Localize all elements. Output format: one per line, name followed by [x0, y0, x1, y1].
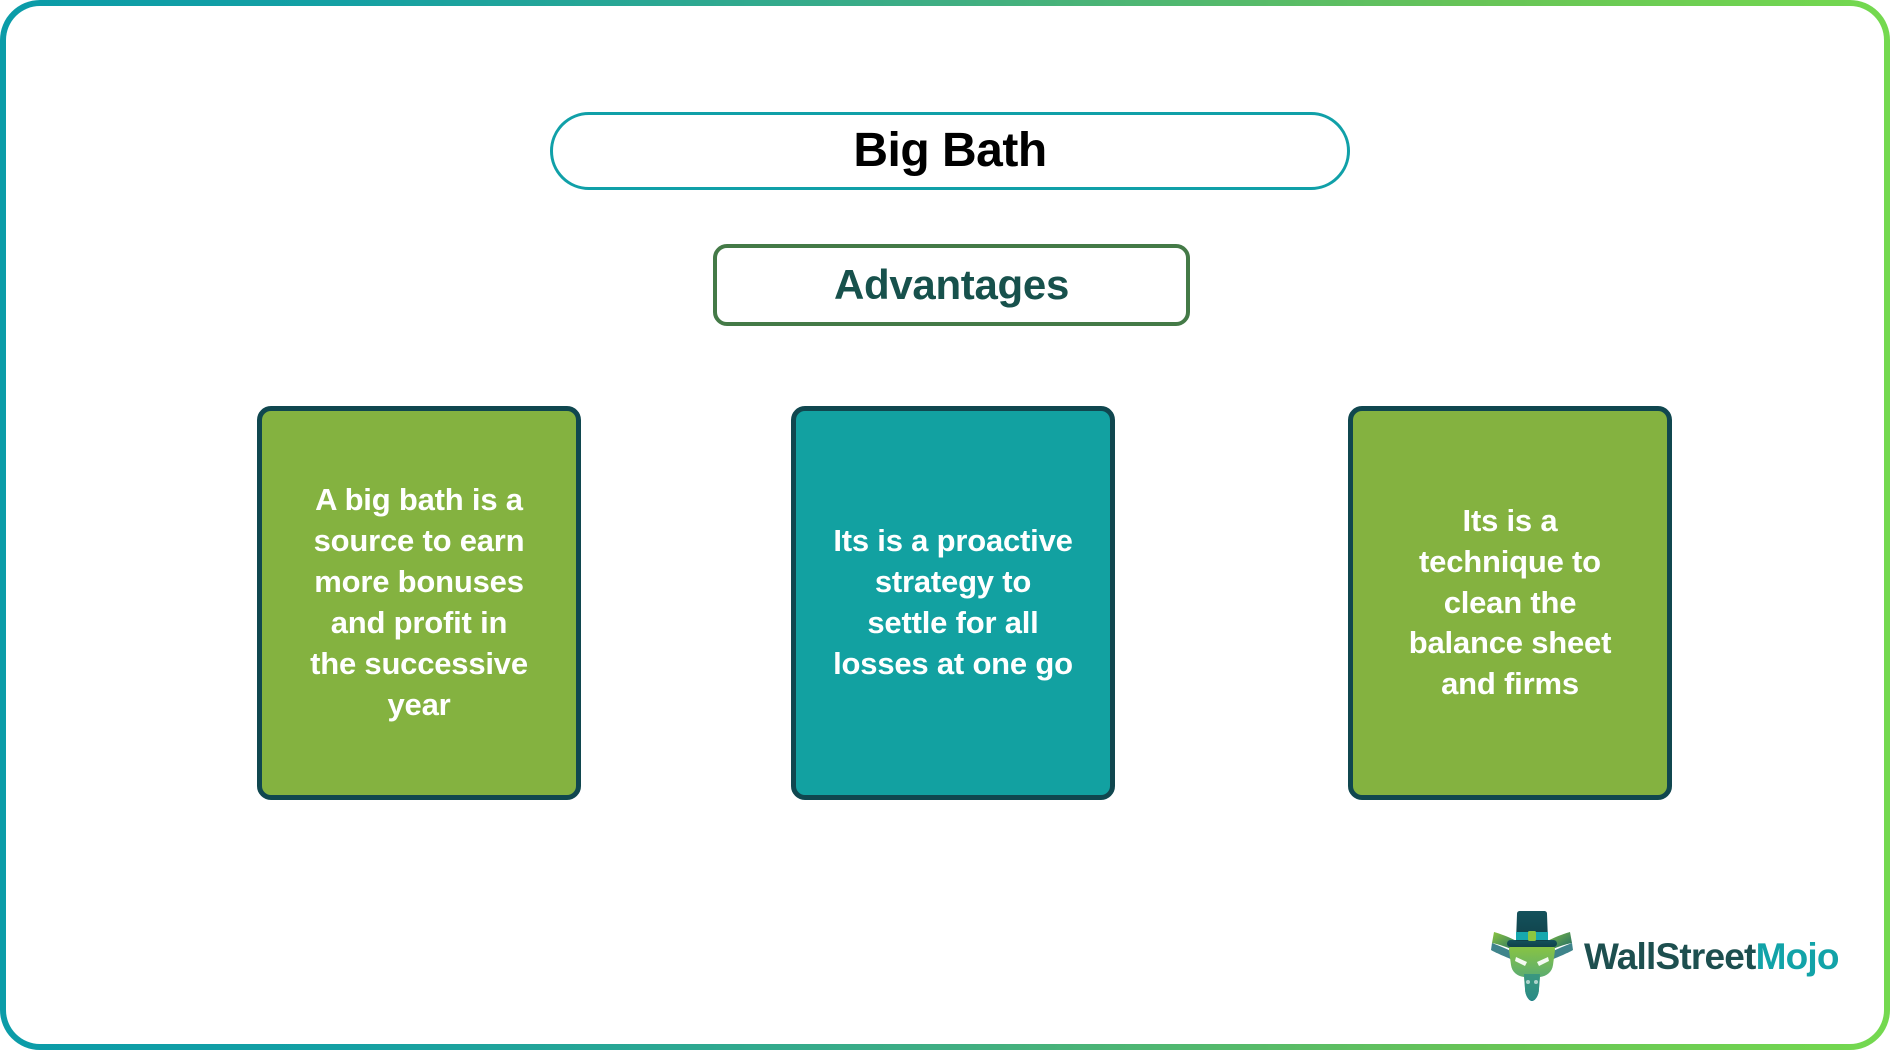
advantage-card-text: A big bath is a source to earn more bonu… — [310, 482, 528, 722]
advantage-card-text: Its is a technique to clean the balance … — [1408, 502, 1612, 702]
section-heading-box: Advantages — [713, 244, 1190, 326]
page-title: Big Bath — [853, 124, 1047, 177]
advantage-card: A big bath is a source to earn more bonu… — [257, 406, 581, 800]
brand-wordmark: WallStreetMojo — [1584, 938, 1839, 975]
advantage-card: Its is a technique to clean the balance … — [1348, 406, 1672, 800]
advantage-card-text: Its is a proactive strategy to settle fo… — [833, 523, 1073, 681]
bull-with-top-hat-icon — [1491, 911, 1573, 1001]
section-heading-label: Advantages — [833, 261, 1070, 308]
infographic-canvas: Big Bath Advantages A big bath is a sour… — [6, 6, 1884, 1044]
title-pill: Big Bath — [550, 112, 1350, 190]
brand-wordmark-part-1: WallStreet — [1584, 935, 1756, 977]
brand-logo: WallStreetMojo — [1490, 908, 1839, 1004]
brand-wordmark-part-2: Mojo — [1755, 935, 1840, 977]
advantage-card: Its is a proactive strategy to settle fo… — [791, 406, 1115, 800]
